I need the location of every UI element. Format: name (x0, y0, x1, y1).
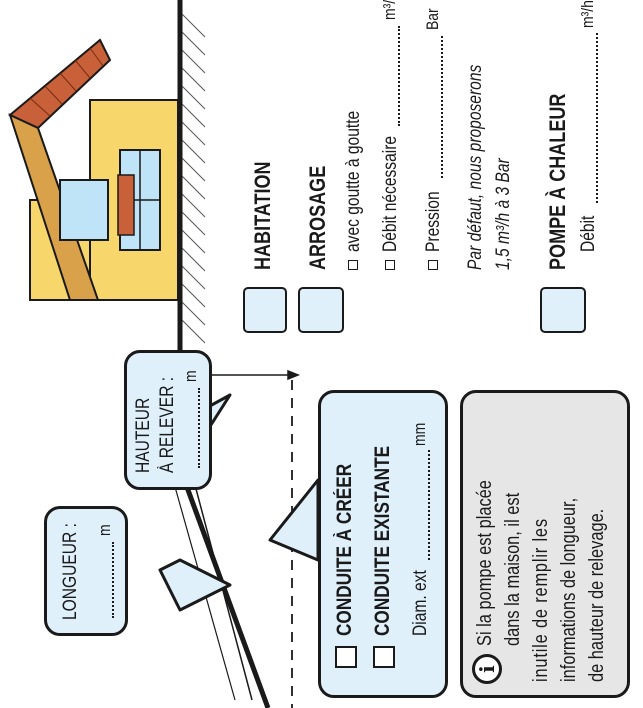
habitation-checkbox[interactable] (243, 287, 287, 333)
default-note-line1: Par défaut, nous proposerons (465, 64, 486, 270)
longueur-bubble (44, 506, 128, 636)
goutte-checkbox[interactable] (348, 260, 358, 270)
conduite-creer-checkbox[interactable] (335, 646, 357, 668)
debit-checkbox[interactable] (385, 260, 395, 270)
pompe-debit-label: Débit (578, 215, 599, 252)
habitation-label: HABITATION (250, 161, 275, 270)
pompe-debit-unit: m³/h (578, 0, 597, 28)
debit-unit: m³/h (380, 0, 399, 20)
debit-label: Débit nécessaire (380, 135, 401, 252)
pression-unit: Bar (423, 8, 442, 30)
longueur-bubble-tail (158, 558, 232, 612)
longueur-field[interactable] (112, 542, 114, 618)
conduite-existante-label: CONDUITE EXISTANTE (371, 445, 394, 636)
conduite-existante-checkbox[interactable] (373, 646, 395, 668)
hauteur-field[interactable] (198, 388, 200, 468)
info-line3: inutile de remplir les (530, 518, 552, 682)
hauteur-line1: HAUTEUR (133, 397, 154, 473)
longueur-line1: LONGUEUR : (60, 523, 81, 620)
longueur-unit: m (95, 524, 114, 536)
pression-checkbox[interactable] (428, 260, 438, 270)
conduite-creer-label: CONDUITE À CRÉER (333, 463, 356, 636)
arrosage-checkbox[interactable] (298, 287, 344, 333)
pression-label: Pression (423, 191, 444, 252)
hauteur-unit: m (181, 370, 200, 382)
pression-field[interactable] (441, 36, 443, 178)
info-line1: Si la pompe est placée (474, 480, 496, 646)
house-illustration (8, 38, 179, 301)
house-door (59, 179, 109, 241)
ground-hatching (179, 11, 206, 344)
info-icon-letter: i (475, 665, 499, 673)
debit-field[interactable] (398, 26, 400, 126)
default-note-line2: 1,5 m³/h à 3 Bar (493, 158, 514, 270)
pompe-checkbox[interactable] (540, 287, 586, 333)
pompe-debit-field[interactable] (596, 33, 598, 203)
arrosage-label: ARROSAGE (305, 165, 330, 270)
goutte-label: avec goutte à goutte (343, 110, 364, 252)
info-icon: i (472, 654, 502, 684)
info-line5: de hauteur de relevage. (586, 508, 608, 682)
diam-label: Diam. ext (410, 570, 431, 636)
pompe-label: POMPE À CHALEUR (545, 93, 570, 270)
hauteur-line2: À RELEVER : (157, 376, 178, 473)
info-line2: dans la maison, il est (502, 492, 524, 646)
diam-unit: mm (410, 422, 429, 446)
info-line4: informations de longueur, (558, 497, 580, 682)
diam-field[interactable] (428, 450, 430, 560)
